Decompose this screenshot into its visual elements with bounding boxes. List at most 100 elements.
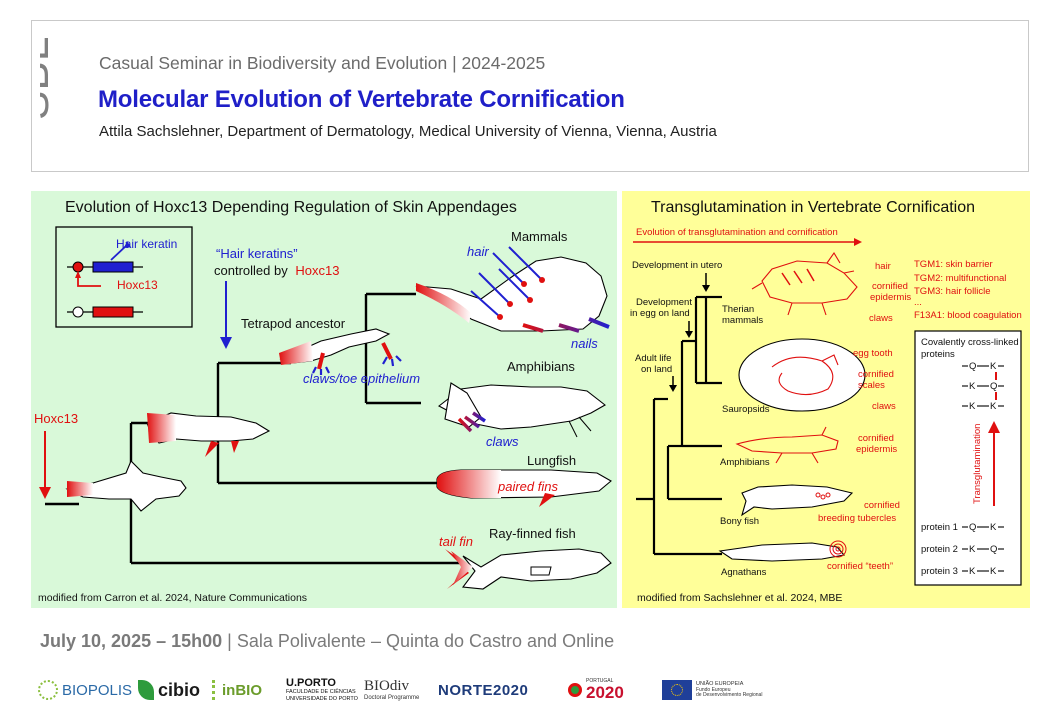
speaker-affiliation: Department of Dermatology, Medical Unive… [227, 123, 717, 140]
tgm3-label: TGM3: hair follicle [914, 286, 991, 297]
portugal-small-text: PORTUGAL [586, 678, 614, 684]
crosslinked-label-2: proteins [921, 349, 955, 360]
paired-fins-label: paired fins [497, 479, 558, 494]
gene-legend-box [55, 226, 193, 328]
left-panel-source: modified from Carron et al. 2024, Nature… [38, 592, 307, 604]
sbe-logo: SBE [40, 38, 58, 120]
protein1-label: protein 1 [921, 522, 958, 533]
cornified-epidermis-label-1: cornified [872, 281, 908, 292]
egg-tooth-label: egg tooth [853, 348, 893, 359]
biodiv-text: BIOdiv [364, 678, 409, 694]
amphibian-drawing [437, 382, 606, 438]
norte2020-logo: NORTE2020 [438, 674, 528, 706]
left-panel-title: Evolution of Hoxc13 Depending Regulation… [65, 199, 517, 216]
portugal-flag-icon [568, 683, 582, 697]
cornification-phylogeny-tree [636, 295, 722, 556]
portugal2020-text: 2020 [586, 683, 624, 702]
right-panel-source: modified from Sachslehner et al. 2024, M… [637, 592, 842, 604]
crosslink-k2: K [969, 381, 976, 392]
teeth-label: cornified “teeth” [827, 561, 893, 572]
uporto-university: UNIVERSIDADE DO PORTO [286, 695, 358, 702]
tgm-ellipsis: ... [914, 297, 922, 308]
protein2-q: Q [990, 544, 997, 555]
tgm1-label: TGM1: skin barrier [914, 259, 993, 270]
cibio-text: cibio [158, 679, 201, 700]
event-venue: Sala Polivalente – Quinta do Castro and … [236, 631, 615, 651]
sauropsids-label: Sauropsids [722, 404, 770, 415]
evolution-arrow-label: Evolution of transglutamination and corn… [636, 227, 838, 238]
inbio-logo: inBIO [212, 674, 262, 706]
protein2-label: protein 2 [921, 544, 958, 555]
adult-land-label-1: Adult life [635, 353, 671, 364]
mammal-claws-label: claws [869, 313, 893, 324]
legend-hair-keratin-label: Hair keratin [116, 237, 177, 251]
therian-mammals-label-1: Therian [722, 304, 754, 315]
dev-egg-label-1: Development [636, 297, 692, 308]
controlled-gene-label: Hoxc13 [295, 263, 339, 278]
crosslink-q2: Q [990, 381, 997, 392]
norte2020-text: NORTE2020 [438, 681, 529, 699]
controlled-by-text: controlled by Hoxc13 [214, 263, 339, 278]
crosslink-k1: K [990, 361, 997, 372]
biopolis-logo: BIOPOLIS [38, 674, 132, 706]
protein2-k: K [969, 544, 976, 555]
sbe-logo-text: SBE [40, 38, 58, 120]
sauropsid-claws-label: claws [872, 401, 896, 412]
breeding-tubercles-label: breeding tubercles [818, 513, 896, 524]
protein1-k: K [990, 522, 997, 533]
biodiv-logo: BIOdiv Doctoral Programme [364, 674, 419, 706]
hoxc13-figure: Evolution of Hoxc13 Depending Regulation… [34, 199, 612, 604]
ancestral-fish-drawing [65, 460, 187, 512]
nails-label: nails [571, 336, 598, 351]
mammals-label: Mammals [511, 229, 568, 244]
protein1-q: Q [969, 522, 976, 533]
amphibian-cornified-label-1: cornified [858, 433, 894, 444]
speaker-name: Attila Sachslehner, [99, 123, 224, 140]
header-separator: | [452, 53, 457, 73]
ray-finned-fish-drawing [445, 548, 612, 590]
speaker-line: Attila Sachslehner, Department of Dermat… [99, 123, 717, 140]
sponsor-logos: BIOPOLIS cibio inBIO U.PORTO FACULDADE D… [38, 674, 762, 706]
crosslinked-label-1: Covalently cross-linked [921, 337, 1019, 348]
event-date: July 10, 2025 – 15h00 [40, 631, 223, 651]
protein3-label: protein 3 [921, 566, 958, 577]
eu-text: UNIÃO EUROPEIA [696, 681, 744, 688]
cibio-leaf-icon [138, 680, 154, 700]
crosslink-k3: K [969, 401, 976, 412]
amphibians-label: Amphibians [507, 359, 575, 374]
transglutamination-figure: Transglutamination in Vertebrate Cornifi… [630, 199, 1022, 604]
dev-utero-label: Development in utero [632, 260, 722, 271]
cornified-epidermis-label-2: epidermis [870, 292, 911, 303]
protein3-k2: K [990, 566, 997, 577]
lungfish-drawing [436, 469, 612, 507]
uporto-text: U.PORTO [286, 676, 336, 689]
legend-hoxc13-label: Hoxc13 [117, 278, 158, 292]
lungfish-label: Lungfish [527, 453, 576, 468]
crosslinked-protein-stack: Q K K Q K K [962, 361, 1004, 412]
protein3-k1: K [969, 566, 976, 577]
eu-text-group: UNIÃO EUROPEIA Fundo Europeu de Desenvol… [696, 681, 762, 698]
portugal2020-logo: PORTUGAL 2020 [568, 674, 624, 706]
hair-label: hair [467, 244, 489, 259]
hoxc13-side-label: Hoxc13 [34, 411, 78, 426]
fish-cornified-label: cornified [864, 500, 900, 511]
biodiv-subtitle: Doctoral Programme [364, 695, 420, 701]
sauropsid-egg-drawing [738, 338, 866, 412]
biopolis-icon [38, 680, 58, 700]
substrate-proteins: protein 1 Q K protein 2 K Q protein 3 K … [921, 522, 1004, 577]
crosslink-k4: K [990, 401, 997, 412]
dev-egg-label-2: in egg on land [630, 308, 690, 319]
biopolis-text: BIOPOLIS [62, 681, 133, 699]
legend-hoxc13-gene [92, 306, 134, 318]
uporto-faculty: FACULDADE DE CIÊNCIAS [286, 688, 356, 695]
therian-mammal-drawing [751, 251, 858, 316]
amphibian-claws-label: claws [486, 434, 519, 449]
portugal2020-text-group: PORTUGAL 2020 [586, 678, 624, 702]
crosslink-box [914, 330, 1022, 586]
cornified-scales-label-1: cornified [858, 369, 894, 380]
seminar-series-line: Casual Seminar in Biodiversity and Evolu… [99, 53, 545, 74]
agnathan-drawing [718, 540, 847, 562]
cibio-logo: cibio [138, 674, 200, 706]
agnathans-label: Agnathans [721, 567, 767, 578]
coelacanth-drawing [146, 412, 271, 457]
